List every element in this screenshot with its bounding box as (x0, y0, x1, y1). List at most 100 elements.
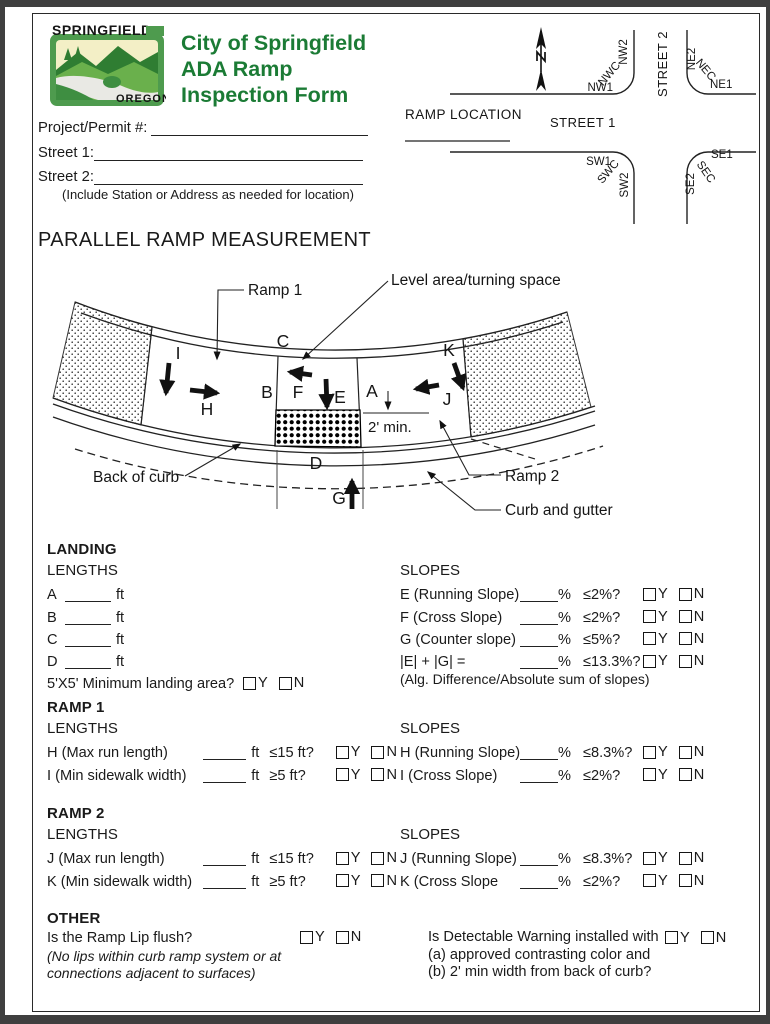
checkbox-yes[interactable] (642, 745, 656, 759)
length-d-input[interactable] (65, 654, 111, 670)
checkbox-yes[interactable] (642, 768, 656, 782)
slope-k-input[interactable] (520, 874, 558, 889)
checkbox-yes[interactable] (300, 930, 313, 944)
diagram-letters: C I H B F E A J K D G (176, 331, 456, 508)
intersection-lines (450, 30, 756, 224)
checkbox-yes[interactable] (642, 654, 656, 668)
street2-input[interactable] (93, 169, 363, 185)
checkbox-no[interactable] (371, 851, 385, 865)
ramp2-slopes: SLOPES J (Running Slope) % ≤8.3%? Y N K … (400, 826, 760, 890)
ramp-lip-question: Is the Ramp Lip flush? (47, 930, 193, 946)
checkbox-yes[interactable] (335, 874, 349, 888)
logo-leaf-icon (103, 76, 121, 88)
checkbox-no[interactable] (371, 768, 385, 782)
form-title-line3: Inspection Form (181, 83, 349, 107)
slope-e-input[interactable] (520, 587, 558, 603)
checkbox-yes[interactable] (665, 931, 678, 944)
street1-input[interactable] (93, 145, 363, 161)
checkbox-no[interactable] (700, 931, 714, 944)
min2-label: 2' min. (368, 419, 412, 436)
length-c-input[interactable] (65, 632, 111, 647)
length-a-input[interactable] (65, 587, 111, 603)
checkbox-no[interactable] (678, 632, 692, 646)
checkbox-no[interactable] (678, 587, 692, 601)
project-permit-input[interactable] (151, 120, 368, 136)
ramp-lip-note-line2: connections adjacent to surfaces) (47, 964, 256, 981)
corner-sw2: SW2 (619, 173, 631, 198)
detectable-warning-block: Is Detectable Warning installed with Y N… (428, 929, 758, 982)
ramp2-lengths-heading: LENGTHS (47, 826, 118, 843)
ramp-location-diagram: RAMP LOCATION STREET 1 STREET 2 NW1 NWC … (405, 27, 756, 224)
checkbox-yes[interactable] (335, 851, 349, 865)
back-of-curb-callout: Back of curb (93, 469, 179, 486)
checkbox-no[interactable] (678, 654, 692, 668)
letter-h: H (201, 399, 214, 419)
slope-f-input[interactable] (520, 610, 558, 625)
checkbox-no[interactable] (678, 745, 692, 759)
length-b-input[interactable] (65, 610, 111, 625)
checkbox-no[interactable] (678, 874, 692, 888)
letter-c: C (277, 331, 290, 351)
length-i-input[interactable] (203, 768, 247, 783)
length-h-input[interactable] (203, 745, 247, 761)
letter-a: A (366, 381, 378, 401)
slope-g-input[interactable] (520, 632, 558, 647)
checkbox-yes[interactable] (642, 610, 656, 624)
length-j-yn: Y N (335, 850, 397, 866)
sidewalk-arcs (52, 301, 596, 467)
landing-slope-row-eg: |E| + |G| = % ≤13.3%? Y N (400, 653, 705, 671)
slope-j-input[interactable] (520, 851, 558, 867)
slope-i-yn: Y N (642, 767, 704, 783)
alg-difference-note: (Alg. Difference/Absolute sum of slopes) (400, 671, 650, 688)
checkbox-no[interactable] (678, 768, 692, 782)
checkbox-no[interactable] (335, 930, 349, 944)
checkbox-yes[interactable] (335, 768, 349, 782)
street2-row: Street 2: (38, 169, 363, 185)
checkbox-no[interactable] (278, 676, 292, 690)
arrow-k (450, 362, 467, 392)
checkbox-yes[interactable] (243, 676, 256, 690)
checkbox-yes[interactable] (335, 745, 349, 759)
street1-label: Street 1: (38, 145, 94, 161)
length-k-yn: Y N (335, 873, 397, 889)
diagram-callouts: Ramp 1 Level area/turning space Back of … (93, 272, 613, 519)
length-j-input[interactable] (203, 851, 247, 867)
length-k-input[interactable] (203, 874, 247, 889)
other-title: OTHER (47, 910, 101, 927)
slope-i-input[interactable] (520, 768, 558, 783)
corner-ne1: NE1 (710, 79, 732, 91)
landing-question-yn: Y N (243, 675, 304, 691)
checkbox-no[interactable] (678, 610, 692, 624)
landing-length-row-b: B ft (47, 609, 125, 626)
landing-slope-row-f: F (Cross Slope) % ≤2%? Y N (400, 608, 705, 626)
landing-length-row-a: A ft (47, 587, 125, 604)
logo-bar (146, 26, 164, 36)
checkbox-no[interactable] (678, 851, 692, 865)
checkbox-yes[interactable] (642, 851, 656, 865)
corner-se2: SE2 (685, 173, 697, 195)
landing-question: 5'X5' Minimum landing area? (47, 676, 235, 693)
ramp1-slopes: SLOPES H (Running Slope) % ≤8.3%? Y N I … (400, 720, 760, 784)
checkbox-no[interactable] (371, 874, 385, 888)
north-arrow-icon (536, 27, 546, 91)
slope-h-input[interactable] (520, 745, 558, 761)
street1-row: Street 1: (38, 145, 363, 161)
checkbox-yes[interactable] (642, 587, 656, 601)
landing-question-row: 5'X5' Minimum landing area? Y N (47, 670, 392, 692)
slope-eg-input[interactable] (520, 654, 558, 670)
checkbox-yes[interactable] (642, 632, 656, 646)
arrow-h (189, 383, 221, 400)
ramp2-callout: Ramp 2 (505, 468, 559, 485)
level-area-callout: Level area/turning space (391, 272, 561, 289)
landing-title: LANDING (47, 541, 117, 558)
ramp1-slopes-heading: SLOPES (400, 720, 461, 737)
landing-length-row-d: D ft (47, 654, 125, 671)
corner-nw1: NW1 (587, 82, 613, 94)
arrow-f (286, 365, 313, 382)
letter-f: F (293, 382, 304, 402)
checkbox-yes[interactable] (642, 874, 656, 888)
corner-ne2: NE2 (686, 48, 698, 70)
checkbox-no[interactable] (371, 745, 385, 759)
slope-e-yn: Y N (642, 586, 704, 602)
project-permit-row: Project/Permit #: (38, 120, 368, 136)
